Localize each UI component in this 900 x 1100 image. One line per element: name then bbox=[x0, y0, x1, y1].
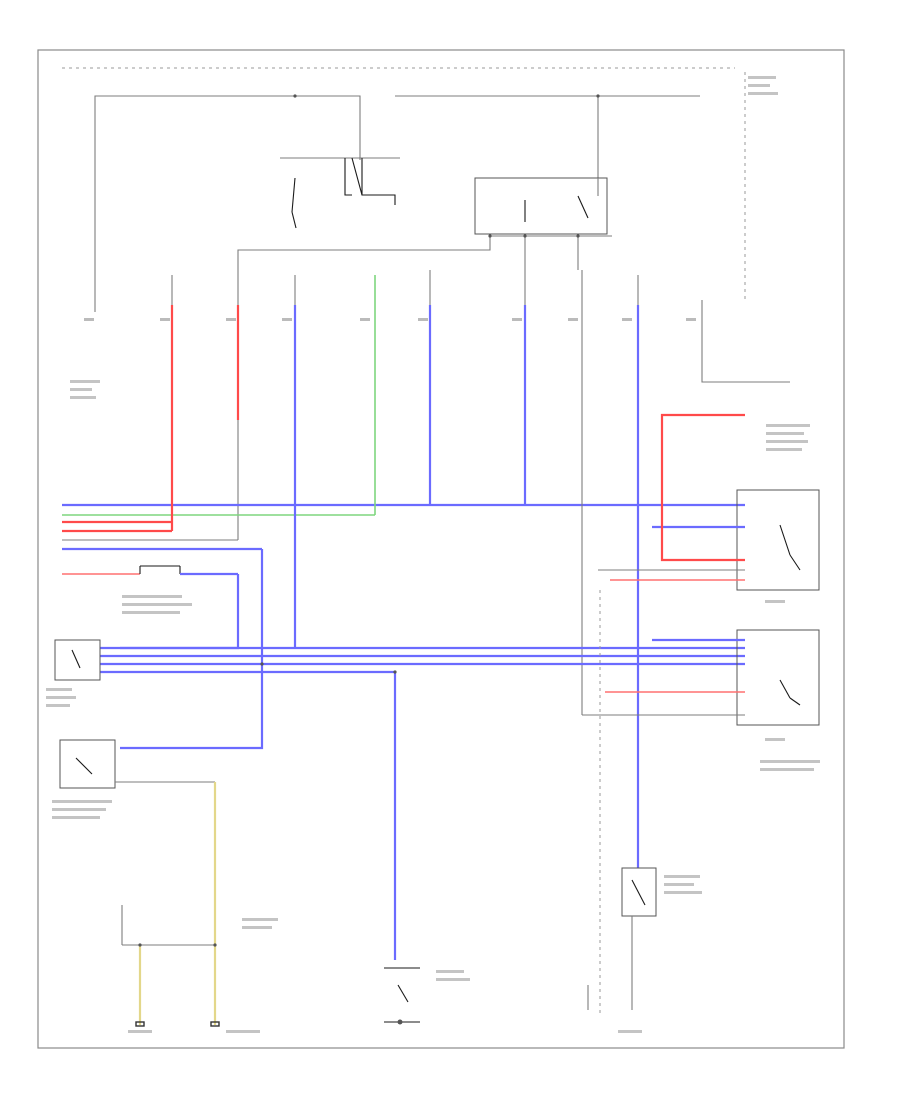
relay-upper-box bbox=[736, 489, 820, 591]
right-relays bbox=[582, 413, 820, 1015]
bottom-center-switch bbox=[384, 967, 420, 1025]
left-components bbox=[54, 639, 215, 789]
fuse-block-box bbox=[621, 867, 657, 917]
diagram-frame bbox=[37, 49, 845, 1049]
illegible-labels bbox=[46, 76, 820, 1033]
middle-bus-wires bbox=[100, 646, 745, 960]
main-relay-box bbox=[474, 177, 608, 235]
splice-dots bbox=[138, 94, 600, 947]
ignition-switch-box bbox=[54, 639, 101, 681]
upper-switch-section bbox=[94, 72, 790, 540]
left-bus-wires bbox=[62, 503, 745, 750]
relay-lower-box bbox=[736, 629, 820, 726]
vertical-risers bbox=[170, 270, 640, 868]
door-switch bbox=[62, 565, 240, 650]
key-switch-box bbox=[59, 739, 116, 789]
bottom-left-circuit bbox=[121, 782, 220, 1027]
bottom-right-component bbox=[587, 867, 657, 1010]
